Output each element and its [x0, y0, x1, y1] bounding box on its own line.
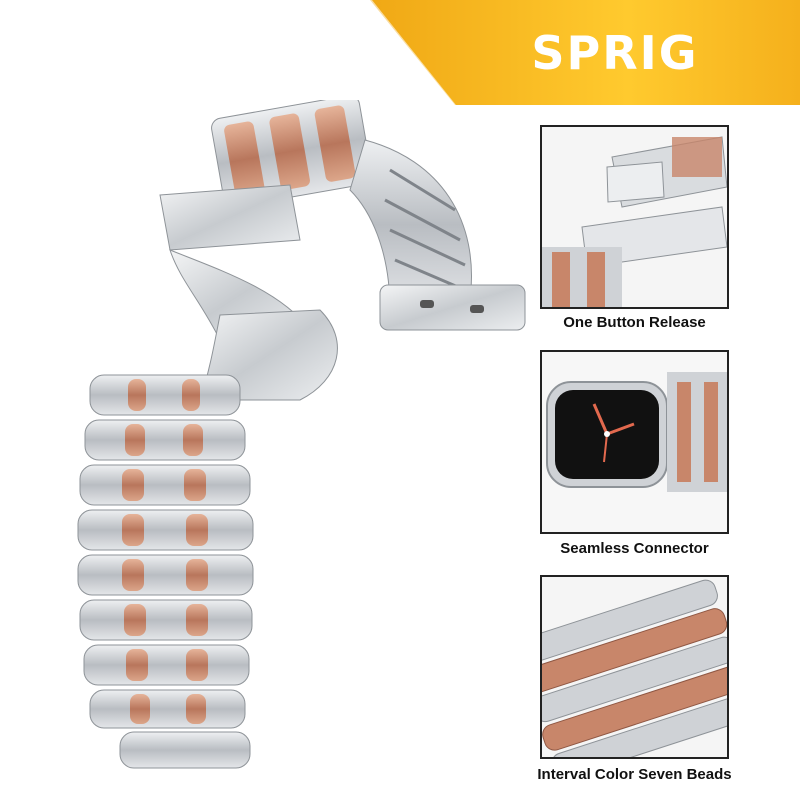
brand-logo: SPRIG	[531, 26, 699, 80]
feature-caption-1: One Button Release	[563, 314, 706, 331]
feature-caption-2: Seamless Connector	[560, 540, 709, 557]
brand-banner	[360, 0, 800, 105]
clasp-closeup-image	[542, 127, 727, 307]
watch-band-image	[77, 100, 526, 769]
feature-panel-connector	[540, 350, 729, 534]
watch-connector-image	[542, 352, 727, 532]
feature-panel-links	[540, 575, 729, 759]
feature-panel-clasp	[540, 125, 729, 309]
link-closeup-image	[542, 577, 727, 757]
feature-caption-3: Interval Color Seven Beads	[537, 766, 732, 783]
